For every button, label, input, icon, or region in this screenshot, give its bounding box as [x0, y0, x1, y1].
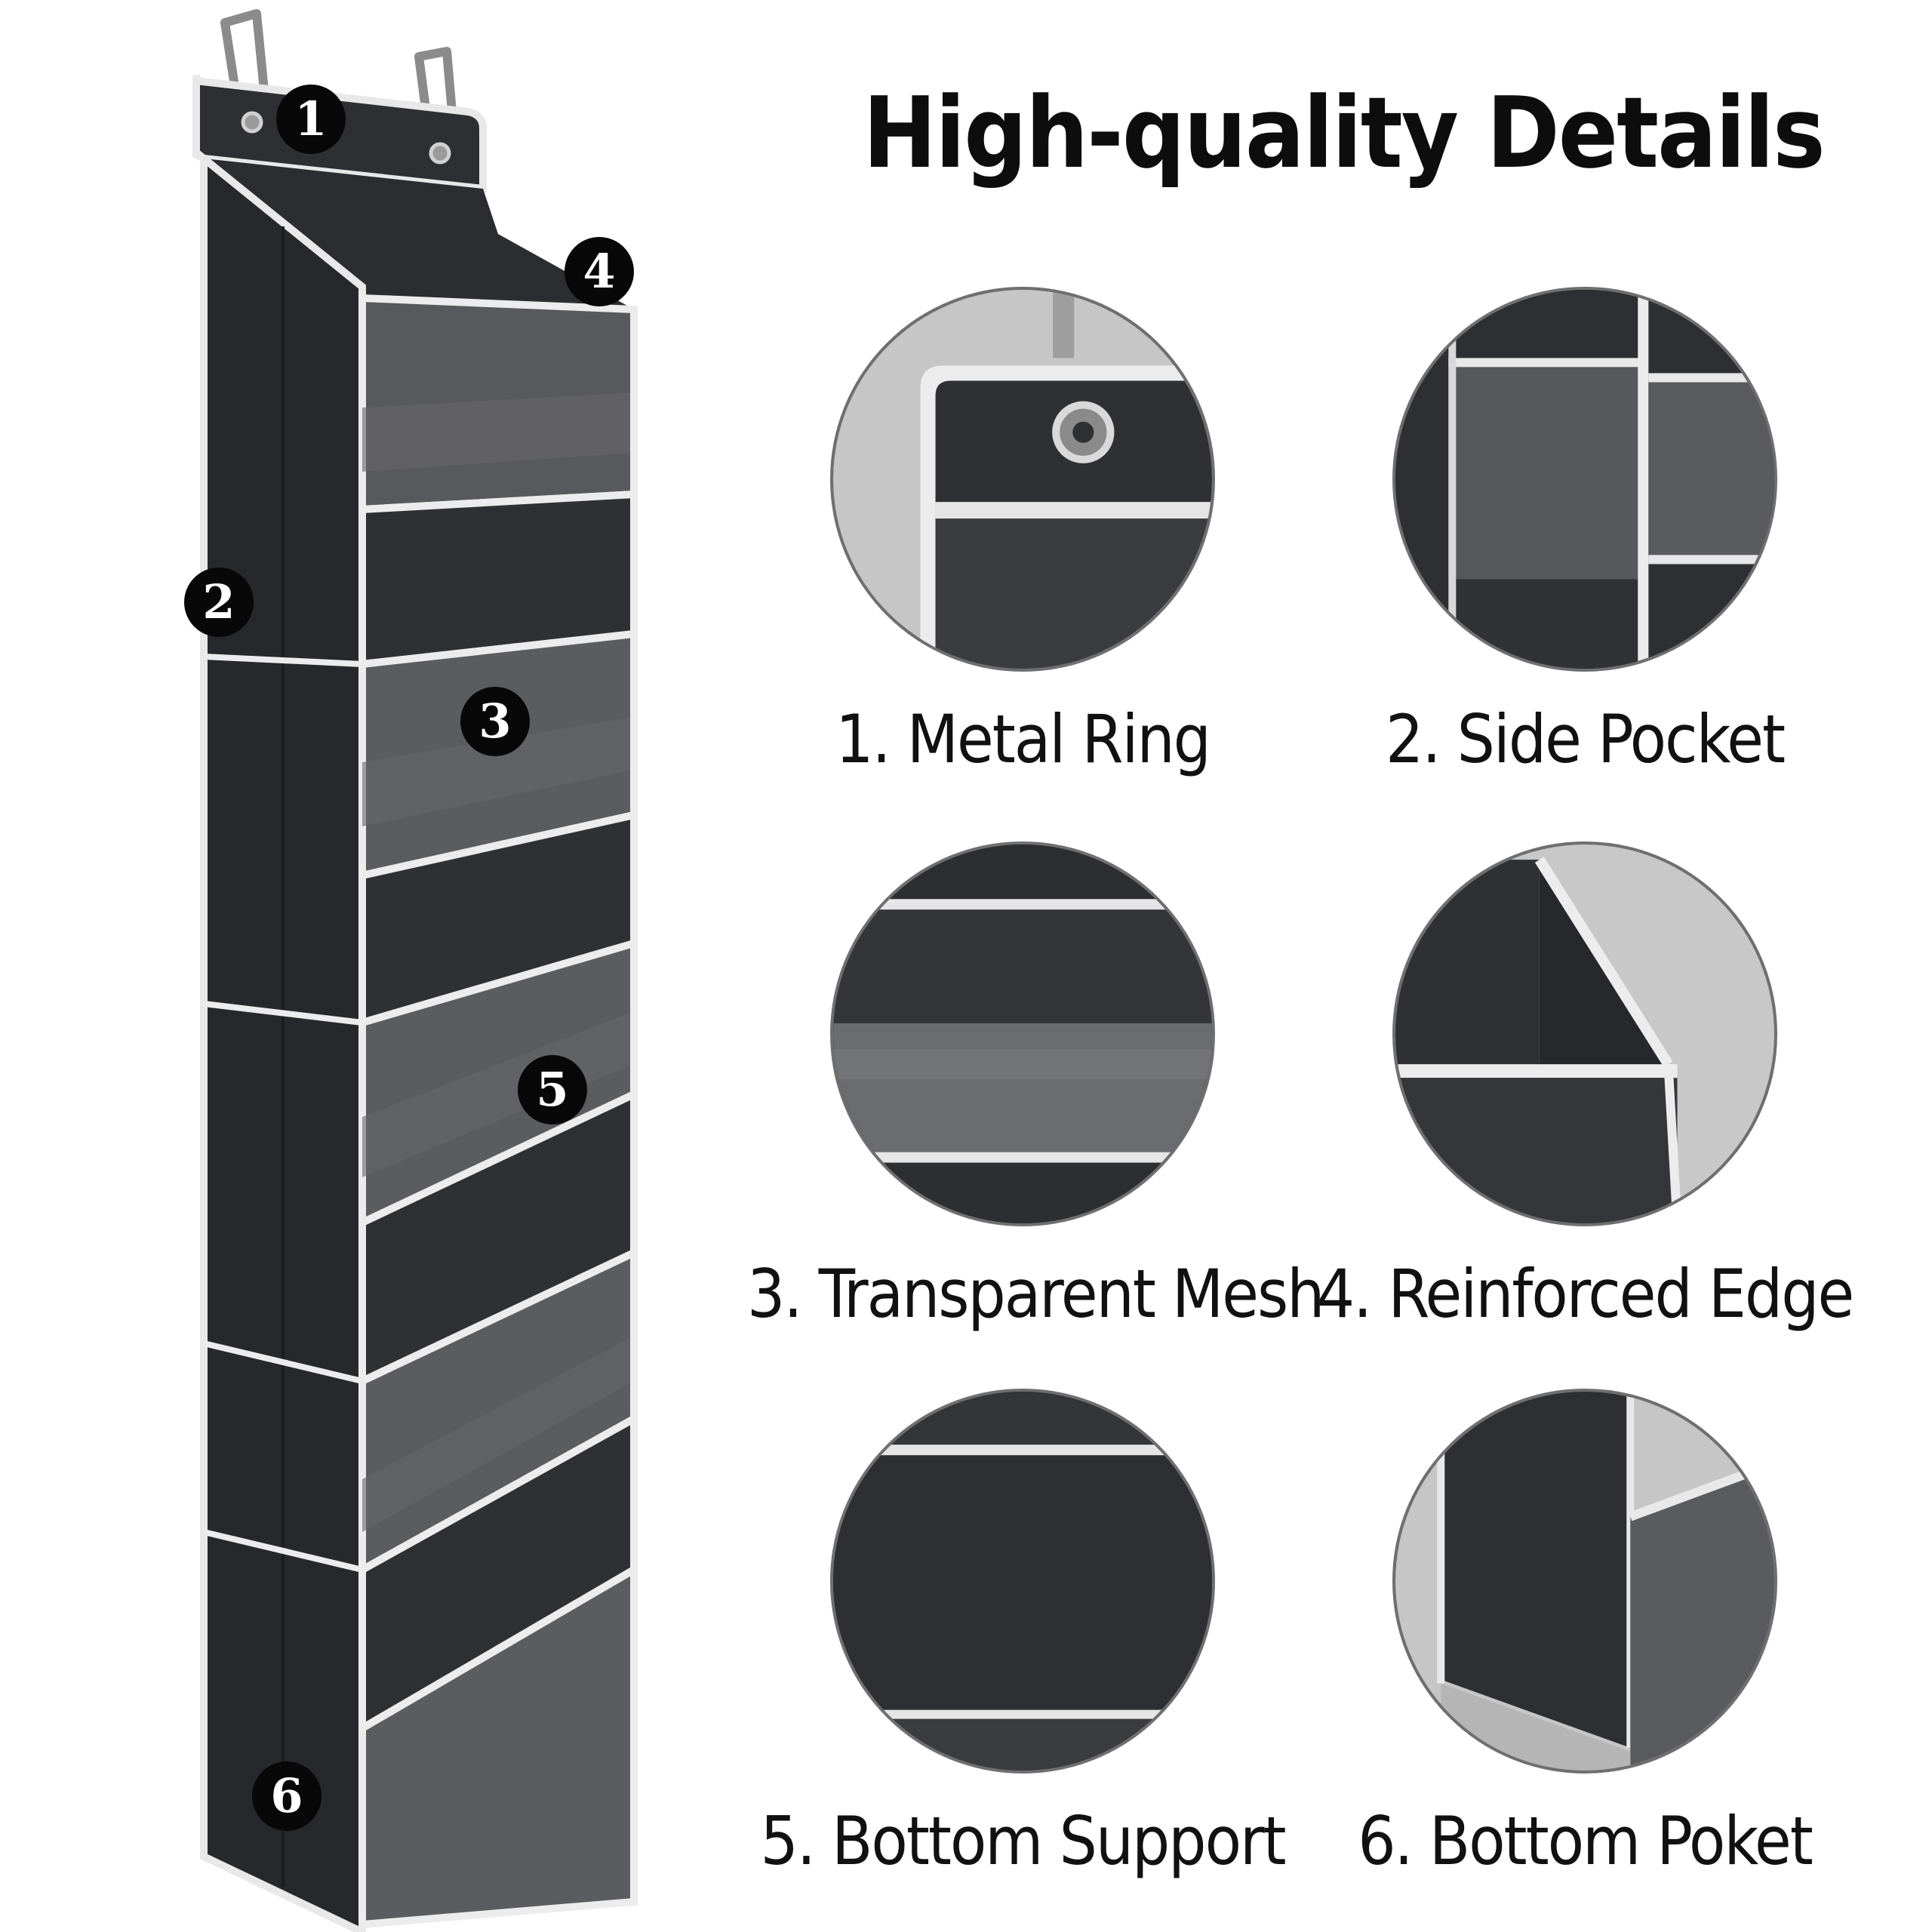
- feature-side-pocket: 2. Side Pocket: [1309, 287, 1860, 778]
- feature-caption: 1. Metal Ring: [835, 700, 1211, 778]
- feature-bottom-support: 5. Bottom Support: [747, 1389, 1298, 1880]
- hanging-organizer-illustration: 1 2 3 4 5 6: [0, 0, 679, 1932]
- marker-5: 5: [518, 1055, 587, 1124]
- transparent-mesh-closeup-icon: [830, 841, 1215, 1226]
- reinforced-edge-closeup-icon: [1392, 841, 1777, 1226]
- bottom-pocket-closeup-icon: [1392, 1389, 1777, 1774]
- feature-caption: 3. Transparent Mesh: [747, 1255, 1324, 1333]
- feature-reinforced-edge: 4. Reinforced Edge: [1309, 841, 1860, 1333]
- feature-transparent-mesh: 3. Transparent Mesh: [747, 841, 1324, 1333]
- feature-bottom-pocket: 6. Bottom Poket: [1309, 1389, 1860, 1880]
- bottom-support-closeup-icon: [830, 1389, 1215, 1774]
- marker-3: 3: [460, 687, 530, 756]
- metal-ring-closeup-icon: [830, 287, 1215, 672]
- marker-2: 2: [184, 568, 254, 637]
- feature-metal-ring: 1. Metal Ring: [747, 287, 1298, 778]
- feature-caption: 4. Reinforced Edge: [1316, 1255, 1854, 1333]
- feature-caption: 6. Bottom Poket: [1358, 1802, 1814, 1880]
- marker-6: 6: [252, 1761, 321, 1831]
- feature-caption: 2. Side Pocket: [1385, 700, 1786, 778]
- page-title: High-quality Details: [863, 75, 1825, 190]
- marker-4: 4: [565, 237, 634, 306]
- marker-1: 1: [276, 85, 346, 154]
- feature-caption: 5. Bottom Support: [760, 1802, 1286, 1880]
- side-pocket-closeup-icon: [1392, 287, 1777, 672]
